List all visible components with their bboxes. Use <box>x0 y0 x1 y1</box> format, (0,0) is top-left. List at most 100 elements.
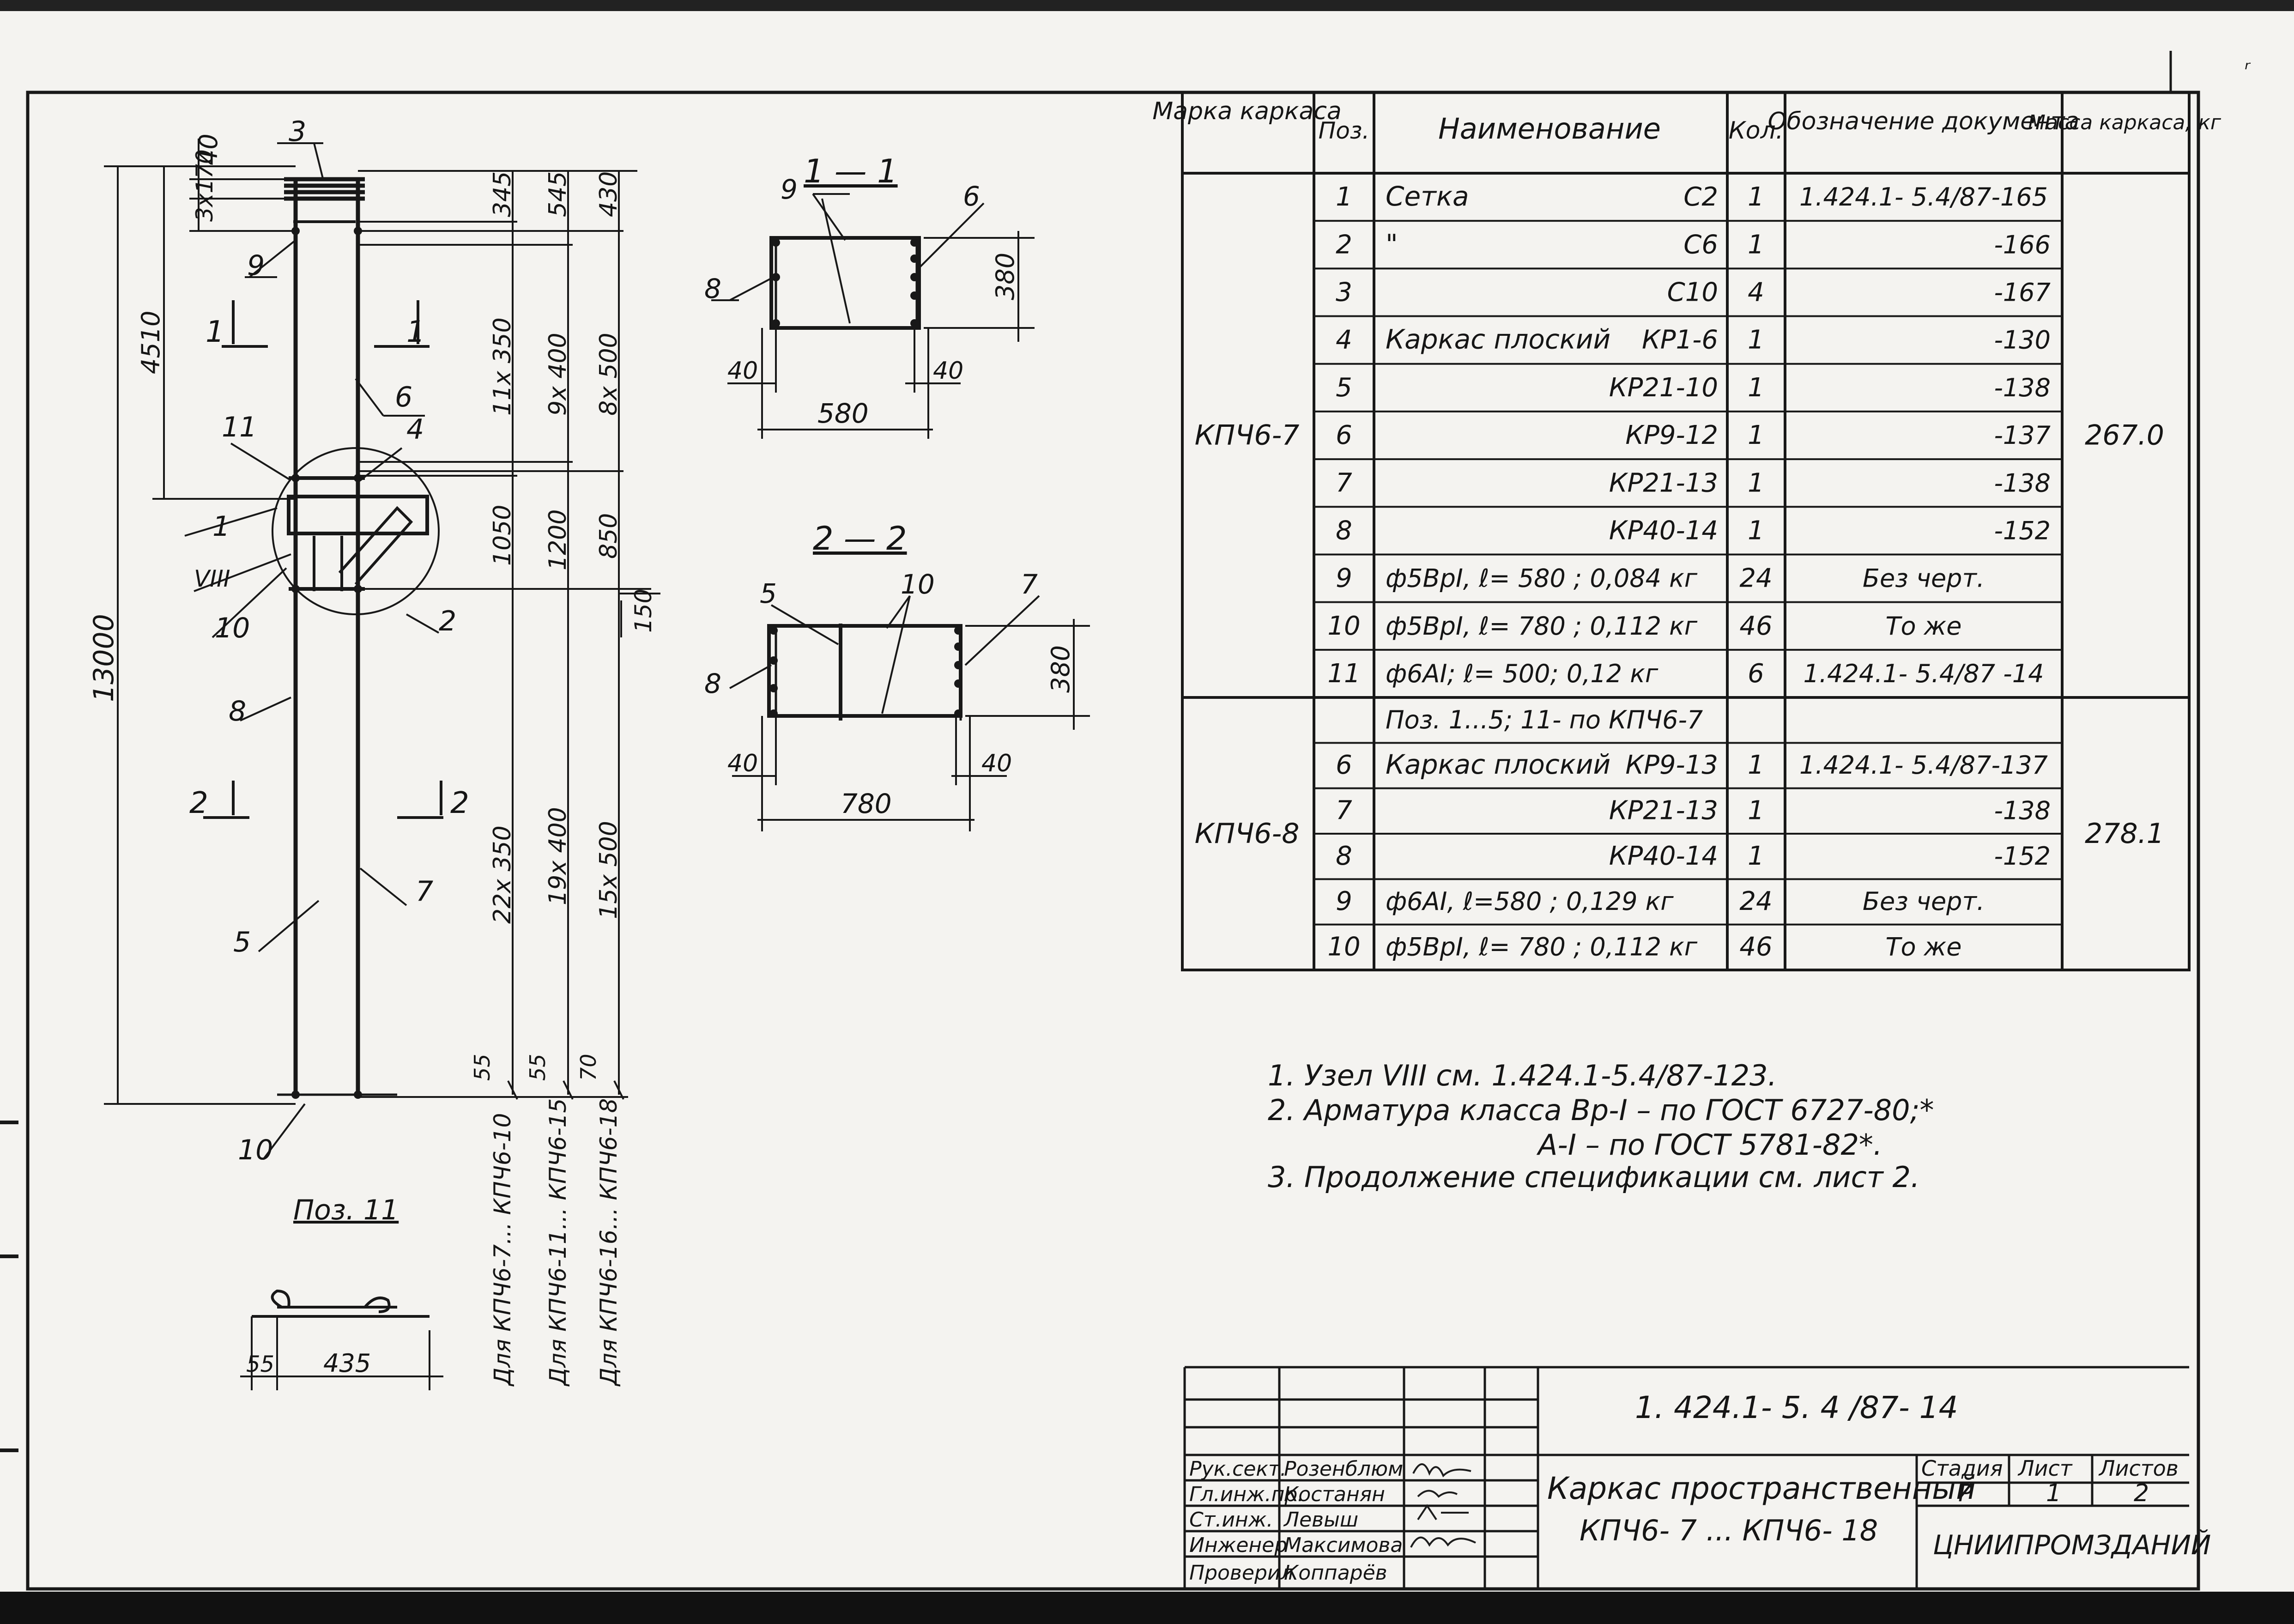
spec-mark: КПЧ6-8 <box>1195 818 1300 850</box>
spec-code: КР1-6 <box>1642 325 1718 355</box>
spec-code: С10 <box>1667 278 1718 308</box>
stage-label: Стадия <box>1921 1456 2003 1481</box>
spec-code: КР9-13 <box>1625 750 1718 780</box>
spec-name: Поз. 1...5; 11- по КПЧ6-7 <box>1386 705 1703 734</box>
spec-name: Сетка <box>1386 181 1469 212</box>
dim-b-545: 545 <box>544 171 572 217</box>
callout-2: 2 <box>439 605 456 637</box>
spec-name: ф5ВрI, ℓ= 780 ; 0,112 кг <box>1386 933 1698 962</box>
pos11-bar <box>252 1289 430 1318</box>
s2-width: 780 <box>841 788 892 819</box>
s2-callout-10: 10 <box>901 569 935 600</box>
spec-qty: 1 <box>1748 230 1764 260</box>
dim-3x170: 3x170 <box>191 149 218 222</box>
s2-height: 380 <box>1046 645 1075 693</box>
s2-edge-left: 40 <box>727 750 758 777</box>
organization: ЦНИИПРОМЗДАНИЙ <box>1933 1529 2211 1561</box>
dim-c-15x500: 15x 500 <box>595 821 623 919</box>
spec-doc: Без черт. <box>1863 887 1985 916</box>
section-2-title: 2 — 2 <box>813 520 907 557</box>
tb-name: Левыш <box>1283 1508 1358 1532</box>
note-3: 3. Продолжение спецификации см. лист 2. <box>1268 1160 1920 1194</box>
spec-pos: 11 <box>1327 659 1360 689</box>
spec-pos: 9 <box>1336 564 1352 594</box>
spec-qty: 4 <box>1748 278 1764 308</box>
hdr-name: Наименование <box>1438 112 1661 145</box>
scan-top-edge <box>0 0 2294 18</box>
caption-col-c: Для КПЧ6-16... КПЧ6-18 <box>595 1098 622 1387</box>
spec-qty: 1 <box>1748 325 1764 355</box>
hdr-mark-1: Марка каркаса <box>1152 97 1342 125</box>
cut-marks <box>203 300 443 819</box>
cut-1-right: 1 <box>406 315 425 349</box>
dim-13000: 13000 <box>88 614 120 702</box>
scan-bottom-edge <box>0 1578 2294 1624</box>
caption-col-b: Для КПЧ6-11... КПЧ6-15 <box>545 1098 571 1387</box>
spec-code: КР40-14 <box>1609 515 1718 545</box>
callout-leaders <box>184 142 439 1160</box>
dim-b-1200: 1200 <box>544 509 572 570</box>
spec-name: ф5ВрI, ℓ= 580 ; 0,084 кг <box>1386 564 1698 593</box>
tb-role: Рук.сект. <box>1189 1457 1287 1481</box>
callout-10-lower: 10 <box>238 1134 273 1166</box>
top-mesh-bars <box>284 177 365 201</box>
sheet-value: 1 <box>2046 1479 2061 1507</box>
spec-name: ф6АI; ℓ= 500; 0,12 кг <box>1386 659 1658 688</box>
callout-4: 4 <box>406 413 424 446</box>
signatures <box>1410 1463 1476 1548</box>
spec-doc: 1.424.1- 5.4/87-137 <box>1799 751 2048 780</box>
dim-a-1050: 1050 <box>489 505 516 566</box>
spec-qty: 1 <box>1748 182 1764 212</box>
callout-5: 5 <box>233 926 251 958</box>
spec-code: С2 <box>1683 182 1718 212</box>
s1-callout-8: 8 <box>704 273 721 304</box>
spec-doc: -138 <box>1994 373 2051 402</box>
spec-code: КР21-13 <box>1609 468 1718 498</box>
hdr-doc: Обозначение документа <box>1768 108 2080 135</box>
spec-name: Каркас плоский <box>1386 324 1610 355</box>
left-binding-marks <box>0 1121 18 1452</box>
spec-doc: То же <box>1885 933 1961 962</box>
right-dimension-chains <box>358 170 660 1100</box>
spec-doc: -138 <box>1994 796 2051 825</box>
spec-doc: -152 <box>1994 516 2051 545</box>
left-dimensions <box>104 139 296 1105</box>
spec-doc: Без черт. <box>1863 564 1985 593</box>
spec-qty: 1 <box>1748 468 1764 498</box>
spec-pos: 1 <box>1336 182 1352 212</box>
pos11-title: Поз. 11 <box>293 1194 399 1226</box>
spec-name: ф6АI, ℓ=580 ; 0,129 кг <box>1386 887 1674 916</box>
spec-pos: 10 <box>1327 932 1360 962</box>
callout-10-upper: 10 <box>215 612 250 644</box>
hdr-qty: Кол. <box>1729 117 1784 145</box>
spec-pos: 8 <box>1336 515 1352 545</box>
s1-width: 580 <box>817 398 869 429</box>
spec-pos: 6 <box>1336 750 1352 780</box>
s1-edge-left: 40 <box>727 357 758 385</box>
dim-a-55: 55 <box>470 1054 495 1081</box>
spec-qty: 1 <box>1748 796 1764 826</box>
spec-pos: 7 <box>1336 796 1352 826</box>
dim-c-850: 850 <box>595 513 623 559</box>
spec-doc: -138 <box>1994 468 2051 497</box>
spec-qty: 1 <box>1748 373 1764 403</box>
tb-role: Гл.инж.пр. <box>1189 1483 1304 1506</box>
section-2-drawing <box>729 595 1090 831</box>
sheets-label: Листов <box>2098 1456 2179 1481</box>
title-block-people: Рук.сект.Гл.инж.пр.Ст.инж.ИнженерПровери… <box>1189 1457 1403 1585</box>
weld-points <box>291 227 362 1099</box>
cut-2-left: 2 <box>189 786 208 820</box>
s1-height: 380 <box>991 253 1020 300</box>
hdr-pos: Поз. <box>1319 117 1370 144</box>
callout-3: 3 <box>289 115 306 148</box>
hdr-mass: Масса каркаса, кг <box>2028 111 2221 134</box>
spec-code: КР40-14 <box>1609 841 1718 871</box>
spec-doc: То же <box>1885 612 1961 641</box>
spec-pos: 10 <box>1327 611 1360 641</box>
spec-qty: 46 <box>1739 611 1772 641</box>
spec-table-grid <box>1181 91 2191 971</box>
title-line-1: Каркас пространственный <box>1547 1471 1976 1506</box>
dim-c-8x500: 8x 500 <box>595 333 623 416</box>
dim-150: 150 <box>630 589 657 633</box>
